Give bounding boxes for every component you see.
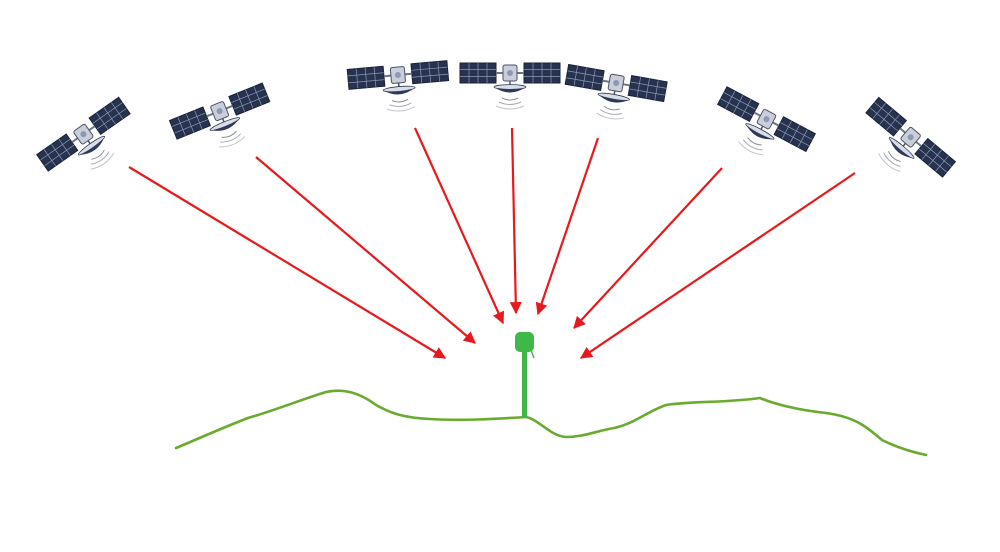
gnss-receiver-icon [515, 332, 535, 418]
signal-arrow [128, 166, 447, 359]
satellite-icon [346, 59, 452, 117]
satellite-icon [704, 85, 817, 176]
signal-arrow [573, 167, 723, 329]
signal-arrows [128, 127, 856, 359]
signal-arrow [413, 127, 505, 325]
signal-arrow [579, 172, 856, 359]
satellite-icon [559, 63, 669, 129]
satellite-icon [459, 62, 561, 110]
satellite-icon [35, 96, 147, 194]
signal-arrow [535, 137, 600, 316]
satellite-icon [848, 96, 957, 198]
receiver-pole [522, 350, 527, 418]
terrain-line [174, 389, 928, 457]
satellite-icon [168, 82, 281, 165]
signal-arrow [255, 156, 476, 344]
satellite-group [35, 59, 957, 198]
signal-arrow [509, 127, 522, 315]
receiver-antenna [515, 332, 534, 352]
